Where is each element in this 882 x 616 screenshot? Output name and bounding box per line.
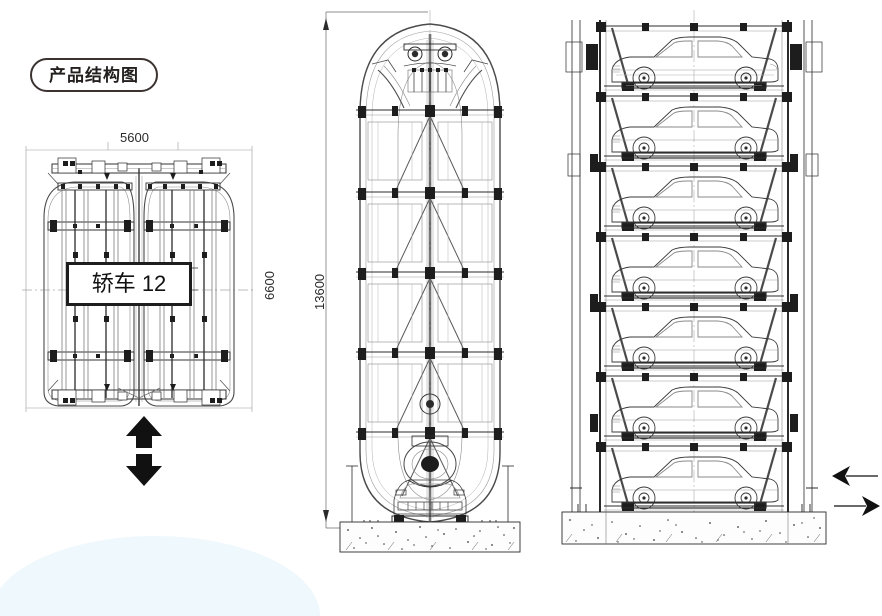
- car-icon: [611, 456, 779, 510]
- arrow-up-icon: [126, 416, 162, 448]
- car-icon: [611, 246, 779, 300]
- arrow-right-icon: [834, 496, 880, 516]
- plan-view: [18, 140, 268, 420]
- plan-callout-box: 轿车 12: [66, 262, 192, 306]
- car-icon: [611, 106, 779, 160]
- plan-callout-label: 轿车 12: [91, 271, 167, 296]
- car-icon: [611, 316, 779, 370]
- arrow-down-icon: [126, 454, 162, 486]
- decorative-arc: [0, 536, 320, 616]
- drawing-canvas: 产品结构图 5600 6600: [0, 4, 880, 616]
- plan-motion-arrows: [122, 416, 166, 486]
- plan-width-dimension-label: 5600: [120, 130, 149, 145]
- car-icon: [611, 386, 779, 440]
- title-badge-label: 产品结构图: [49, 65, 139, 85]
- title-badge: 产品结构图: [30, 58, 158, 92]
- arrow-left-icon: [832, 466, 878, 486]
- ground-level-car-front: [391, 479, 469, 523]
- foundation-block: [339, 521, 521, 553]
- rotation-direction-arrows: [832, 466, 880, 522]
- car-icon: [611, 176, 779, 230]
- front-elevation-view: [312, 4, 562, 564]
- car-level: [596, 22, 792, 91]
- side-elevation-view: [556, 4, 832, 564]
- car-icon: [611, 36, 779, 90]
- foundation-block: [561, 511, 827, 545]
